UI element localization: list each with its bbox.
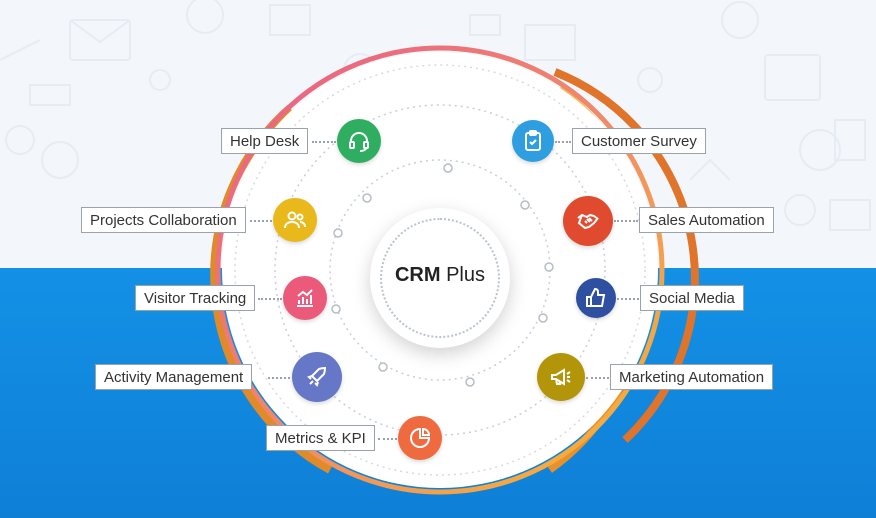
label-sales-automation: Sales Automation <box>639 207 774 233</box>
label-metrics-kpi: Metrics & KPI <box>266 425 375 451</box>
node-customer-survey[interactable] <box>512 120 554 162</box>
users-icon <box>284 211 306 229</box>
connector-activity-management <box>268 377 290 379</box>
thumbs-up-icon <box>586 287 606 307</box>
node-social-media[interactable] <box>576 278 616 318</box>
label-projects-collaboration: Projects Collaboration <box>81 207 246 233</box>
label-activity-management: Activity Management <box>95 364 253 390</box>
hub-title: CRM Plus <box>370 264 510 287</box>
connector-metrics-kpi <box>378 438 397 440</box>
label-social-media: Social Media <box>640 285 744 311</box>
pie-icon <box>410 427 431 448</box>
connector-marketing-automation <box>586 377 609 379</box>
node-help-desk[interactable] <box>337 119 381 163</box>
connector-sales-automation <box>614 220 638 222</box>
chart-icon <box>297 289 313 307</box>
node-metrics-kpi[interactable] <box>398 416 442 460</box>
hub-title-bold: CRM <box>394 264 441 286</box>
node-marketing-automation[interactable] <box>537 353 585 401</box>
megaphone-icon <box>551 368 571 386</box>
label-visitor-tracking: Visitor Tracking <box>135 285 256 311</box>
label-marketing-automation: Marketing Automation <box>610 364 774 390</box>
connector-visitor-tracking <box>258 298 282 300</box>
node-visitor-tracking[interactable] <box>283 276 327 320</box>
connector-customer-survey <box>555 141 571 143</box>
node-sales-automation[interactable] <box>563 196 613 246</box>
connector-help-desk <box>312 141 336 143</box>
rocket-icon <box>307 366 327 387</box>
connector-social-media <box>617 298 639 300</box>
clipboard-icon <box>525 130 541 151</box>
node-projects-collaboration[interactable] <box>273 198 317 242</box>
label-customer-survey: Customer Survey <box>572 128 706 154</box>
crm-plus-hub: CRM Plus <box>370 208 510 348</box>
label-help-desk: Help Desk <box>221 128 309 154</box>
hub-title-rest: Plus <box>440 264 485 286</box>
hub-dotted-ring <box>380 218 500 338</box>
handshake-icon <box>577 213 599 230</box>
node-activity-management[interactable] <box>292 352 342 402</box>
headset-icon <box>349 132 369 152</box>
connector-projects-collaboration <box>250 220 272 222</box>
